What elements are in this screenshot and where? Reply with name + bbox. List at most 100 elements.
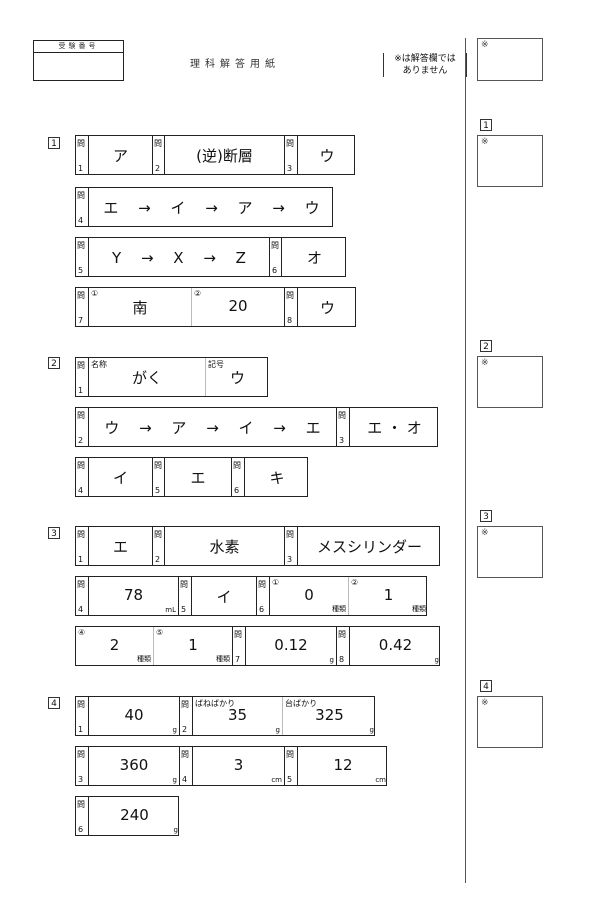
answer-field[interactable]: 12 cm: [297, 747, 388, 785]
unit-label: 種類: [332, 605, 346, 613]
unit-label: cm: [271, 776, 282, 784]
answer-field[interactable]: 名称がく: [88, 358, 205, 396]
question-number: 5: [155, 486, 161, 495]
answer-value: エ → イ → ア → ウ: [103, 199, 320, 217]
unit-label: cm: [375, 776, 386, 784]
question-number: 4: [78, 605, 84, 614]
unit-label: g: [329, 656, 334, 664]
score-box-section-2: ※: [477, 356, 543, 408]
answer-field[interactable]: ウ: [297, 136, 356, 174]
answer-field[interactable]: イ: [88, 458, 152, 496]
sub-label: ②: [351, 578, 359, 587]
answer-field[interactable]: 水素: [164, 527, 284, 565]
answer-value: 325: [315, 706, 344, 724]
answer-field[interactable]: ウ → ア → イ → エ: [88, 408, 336, 446]
question-prefix: 問: [77, 361, 85, 370]
answer-value: 360: [119, 756, 149, 774]
answer-field[interactable]: Y → X → Z: [88, 238, 269, 276]
answer-value: イ: [112, 469, 128, 487]
sub-label: ばねばかり: [195, 699, 236, 708]
answer-field[interactable]: メスシリンダー: [297, 527, 441, 565]
answer-field[interactable]: エ ・ オ: [349, 408, 439, 446]
answer-value: ウ: [319, 299, 335, 317]
answer-field[interactable]: オ: [281, 238, 347, 276]
score-section-number-2: 2: [480, 340, 492, 352]
score-mark: ※: [481, 528, 489, 538]
question-prefix: 問: [271, 241, 279, 250]
answer-field[interactable]: エ: [164, 458, 231, 496]
sub-label: ①: [272, 578, 280, 587]
answer-value: イ: [216, 588, 232, 606]
sub-label: 記号: [208, 360, 224, 369]
question-prefix: 問: [77, 580, 85, 589]
question-prefix: 問: [338, 411, 346, 420]
answer-field[interactable]: 記号ウ: [205, 358, 269, 396]
question-number: 4: [182, 775, 188, 784]
question-prefix: 問: [286, 530, 294, 539]
sub-label: ④: [78, 628, 86, 637]
section-number-4: 4: [48, 697, 60, 709]
answer-field[interactable]: ウ: [297, 288, 357, 326]
answer-field[interactable]: (逆)断層: [164, 136, 284, 174]
sub-label: 名称: [91, 360, 107, 369]
question-number: 4: [78, 216, 84, 225]
section-number-2: 2: [48, 357, 60, 369]
sub-label: 台ばかり: [285, 699, 318, 708]
answer-field[interactable]: ア: [88, 136, 152, 174]
answer-value: ウ → ア → イ → エ: [104, 419, 321, 437]
question-prefix: 問: [286, 750, 294, 759]
answer-field[interactable]: イ: [191, 577, 256, 615]
score-box-section-1: ※: [477, 135, 543, 187]
answer-field[interactable]: キ: [244, 458, 309, 496]
answer-value: 12: [333, 756, 353, 774]
question-number: 3: [287, 555, 293, 564]
question-number: 3: [287, 164, 293, 173]
unit-label: g: [173, 826, 178, 834]
sub-label: ⑤: [156, 628, 164, 637]
sub-label: ①: [91, 289, 99, 298]
question-prefix: 問: [181, 750, 189, 759]
note-line-1: ※は解答欄では: [394, 54, 456, 64]
question-number: 1: [78, 555, 84, 564]
question-prefix: 問: [77, 191, 85, 200]
answer-value: 1: [188, 636, 198, 654]
score-box-section-4: ※: [477, 696, 543, 748]
unit-label: g: [275, 726, 280, 734]
answer-value: (逆)断層: [196, 147, 253, 165]
exam-number-box[interactable]: 受験番号: [33, 40, 124, 81]
answer-field[interactable]: エ: [88, 527, 152, 565]
answer-value: エ: [112, 538, 128, 556]
score-mark: ※: [481, 40, 489, 50]
question-prefix: 問: [77, 241, 85, 250]
question-number: 7: [78, 316, 84, 325]
question-prefix: 問: [233, 461, 241, 470]
answer-value: エ: [190, 469, 206, 487]
answer-field[interactable]: エ → イ → ア → ウ: [88, 188, 334, 226]
